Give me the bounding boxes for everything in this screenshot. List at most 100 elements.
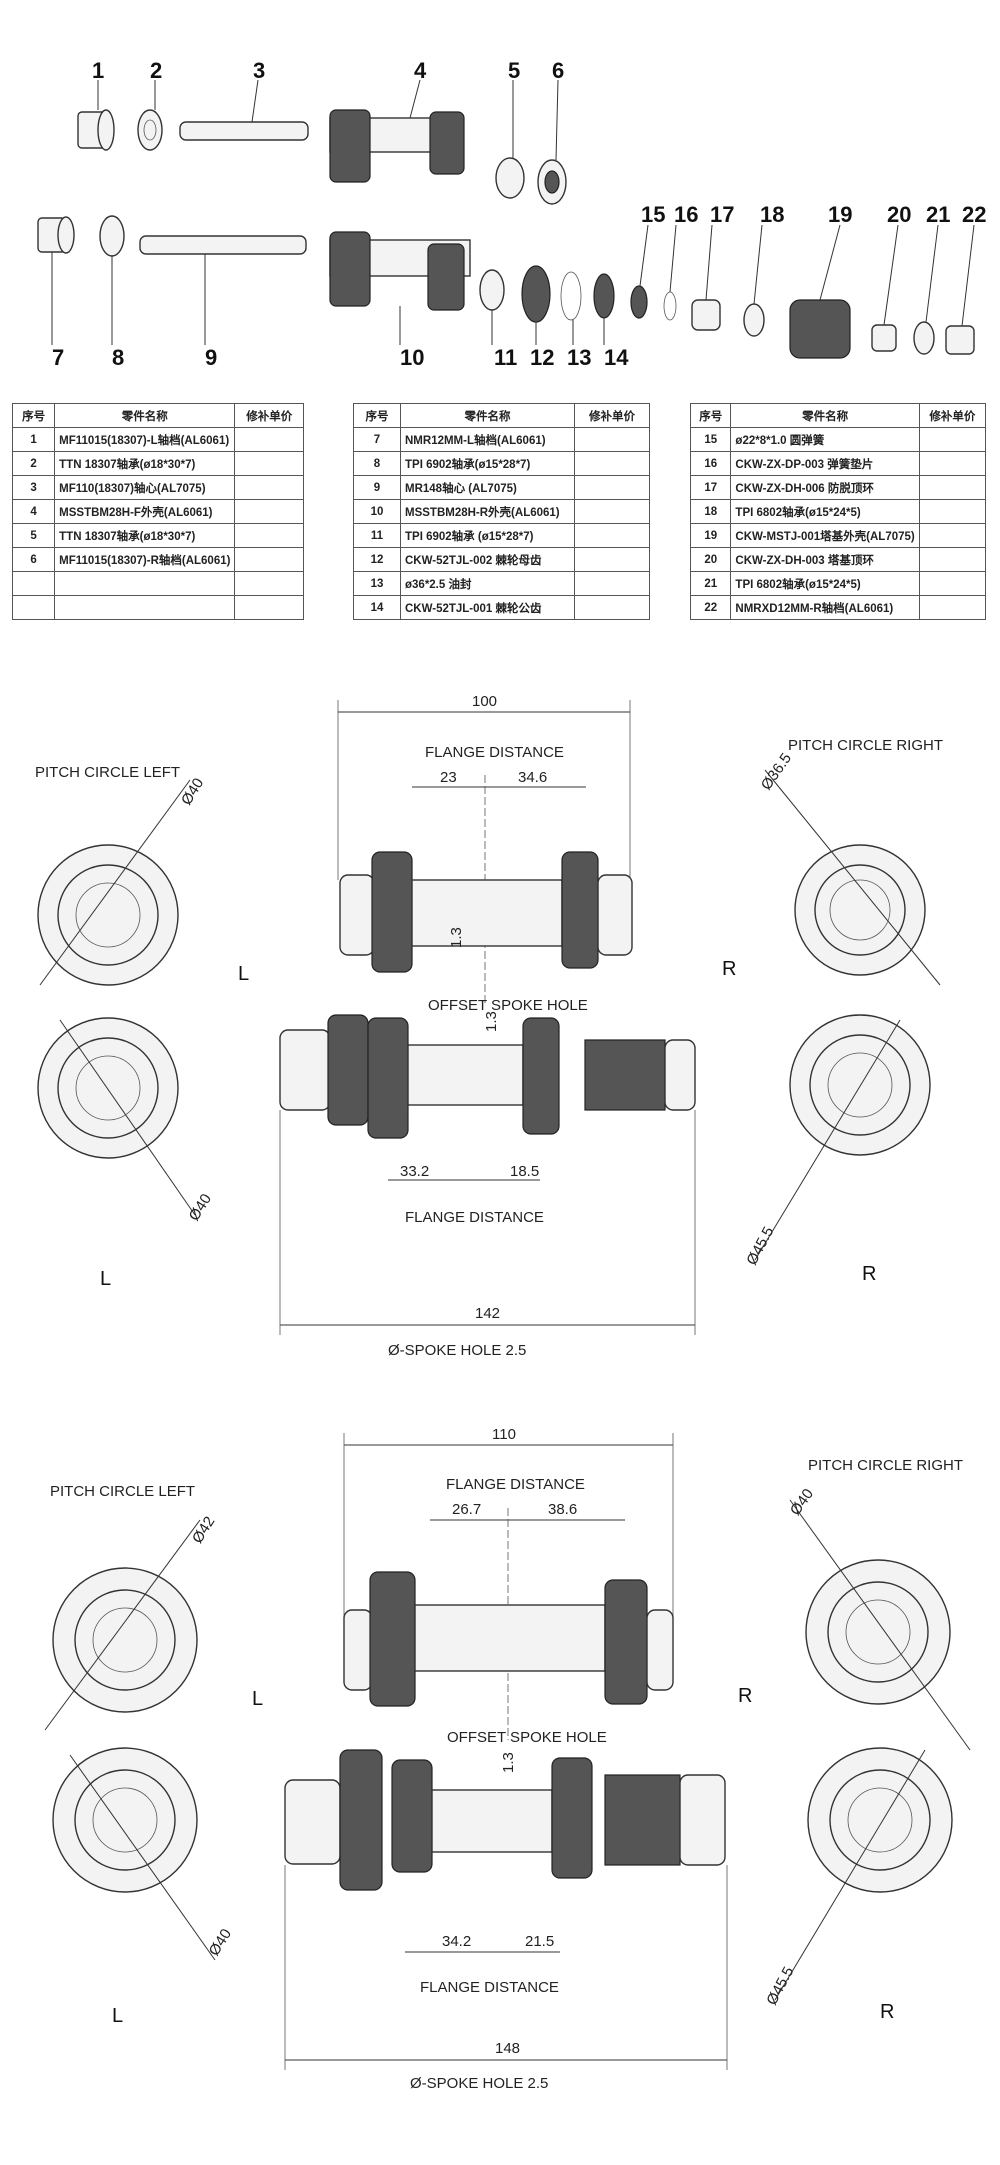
repair-price-cell: [234, 595, 304, 620]
part-4-shape: [329, 109, 465, 183]
side-r-rear-1: R: [862, 1263, 876, 1285]
repair-price-cell: [918, 451, 987, 476]
part-number-cell: 17: [689, 475, 732, 500]
part-number-cell: 15: [689, 427, 732, 452]
pitch-right-bottom-2: Ø45.5: [763, 1964, 797, 2008]
repair-price-cell: [574, 475, 650, 500]
pitch-left-top-1: Ø40: [178, 775, 207, 808]
callout-13: 13: [567, 345, 591, 370]
callout-2: 2: [150, 58, 162, 83]
flange-distance-label-2: FLANGE DISTANCE: [446, 1476, 585, 1493]
part-name-cell: CKW-52TJL-002 棘轮母齿: [400, 547, 575, 572]
part-name-cell: NMR12MM-L轴档(AL6061): [400, 427, 575, 452]
part-name-cell: MSSTBM28H-R外壳(AL6061): [400, 499, 575, 524]
callout-10: 10: [400, 345, 424, 370]
flange-face-right-rear-1: [754, 1014, 931, 1261]
front-hub-side-view-2: [343, 1571, 674, 1707]
callout-1: 1: [92, 58, 104, 83]
pitch-left-bottom-1: Ø40: [186, 1191, 215, 1224]
offset-front-1: 1.3: [448, 927, 465, 948]
part-name-cell: TPI 6802轴承(ø15*24*5): [730, 571, 920, 596]
repair-price-cell: [918, 499, 987, 524]
part-name-cell: TPI 6902轴承 (ø15*28*7): [400, 523, 575, 548]
part-number-cell: 4: [11, 499, 56, 524]
col-price-header: 修补单价: [574, 403, 650, 428]
part-number-cell: 14: [353, 595, 401, 620]
col-no-header: 序号: [11, 403, 56, 428]
callout-3: 3: [253, 58, 265, 83]
front-hub-side-view-1: [339, 851, 633, 973]
repair-price-cell: [234, 475, 304, 500]
repair-price-cell: [918, 523, 987, 548]
part-13-shape: [560, 271, 582, 321]
pitch-left-bottom-2: Ø40: [206, 1926, 235, 1959]
repair-price-cell: [574, 427, 650, 452]
part-name-cell: TTN 18307轴承(ø18*30*7): [54, 451, 236, 476]
flange-face-left-rear-2: [52, 1747, 216, 1961]
flange-right-2: 38.6: [548, 1501, 577, 1518]
part-name-cell: CKW-ZX-DH-006 防脱顶环: [730, 475, 920, 500]
table-header-row: 序号 零件名称 修补单价: [689, 403, 987, 428]
part-number-cell: 5: [11, 523, 56, 548]
overall-width-1: 100: [472, 693, 497, 710]
rear-flange-right-2: 21.5: [525, 1933, 554, 1950]
rear-flange-label-2: FLANGE DISTANCE: [420, 1979, 559, 1996]
part-5-shape: [495, 157, 525, 199]
exploded-rear-hub: 7 8 9 10 11 12 13 14 15 16 17 18 19 20 2…: [37, 202, 986, 370]
overall-rear-1: 142: [475, 1305, 500, 1322]
part-20-shape: [871, 324, 897, 352]
flange-distance-label-1: FLANGE DISTANCE: [425, 744, 564, 761]
part-name-cell: [54, 595, 236, 620]
col-no-header: 序号: [353, 403, 401, 428]
part-number-cell: 20: [689, 547, 732, 572]
part-name-cell: CKW-MSTJ-001塔基外壳(AL7075): [730, 523, 920, 548]
part-number-cell: 9: [353, 475, 401, 500]
repair-price-cell: [918, 571, 987, 596]
callout-9: 9: [205, 345, 217, 370]
part-name-cell: ø22*8*1.0 圆弹簧: [730, 427, 920, 452]
flange-face-left-front-2: [44, 1519, 201, 1731]
repair-price-cell: [234, 499, 304, 524]
part-17-shape: [691, 299, 721, 331]
side-l-front-1: L: [238, 963, 249, 985]
callout-20: 20: [887, 202, 911, 227]
part-14-shape: [593, 273, 615, 319]
spoke-hole-2: Ø-SPOKE HOLE 2.5: [410, 2075, 548, 2092]
flange-left-1: 23: [440, 769, 457, 786]
col-name-header: 零件名称: [54, 403, 236, 428]
rear-flange-label-1: FLANGE DISTANCE: [405, 1209, 544, 1226]
part-number-cell: 10: [353, 499, 401, 524]
overall-width-2: 110: [492, 1426, 516, 1443]
part-number-cell: 21: [689, 571, 732, 596]
callout-22: 22: [962, 202, 986, 227]
dimension-drawing-1: 100 FLANGE DISTANCE 23 34.6 1.3 OFFSET S…: [35, 693, 943, 1359]
part-name-cell: TPI 6802轴承(ø15*24*5): [730, 499, 920, 524]
part-number-cell: 22: [689, 595, 732, 620]
table-header-row: 序号 零件名称 修补单价: [353, 403, 650, 428]
offset-rear-1: 1.3: [483, 1011, 500, 1032]
repair-price-cell: [234, 427, 304, 452]
exploded-front-hub: 1 2 3 4 5 6: [77, 58, 567, 205]
rear-flange-left-1: 33.2: [400, 1163, 429, 1180]
rear-hub-side-view-2: [284, 1749, 726, 1891]
callout-12: 12: [530, 345, 554, 370]
repair-price-cell: [918, 547, 987, 572]
side-l-rear-2: L: [112, 2005, 123, 2027]
repair-price-cell: [918, 595, 987, 620]
rear-flange-right-1: 18.5: [510, 1163, 539, 1180]
part-10-shape: [329, 231, 471, 311]
part-number-cell: 2: [11, 451, 56, 476]
callout-16: 16: [674, 202, 698, 227]
pitch-right-top-1: Ø36.5: [758, 750, 795, 793]
repair-price-cell: [234, 451, 304, 476]
part-number-cell: [11, 595, 56, 620]
side-r-rear-2: R: [880, 2001, 894, 2023]
